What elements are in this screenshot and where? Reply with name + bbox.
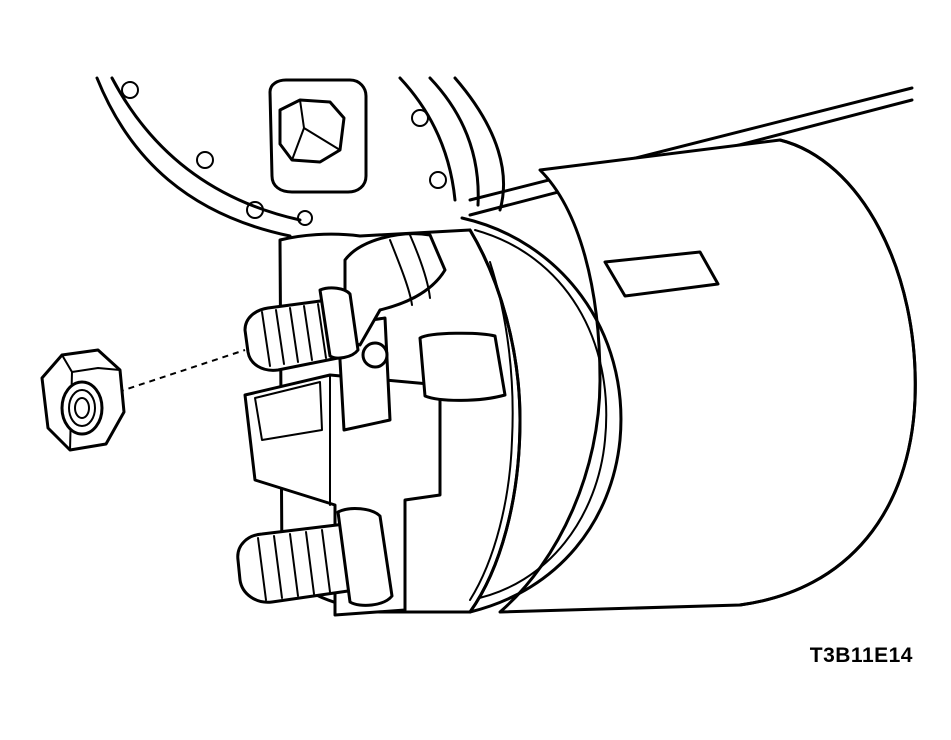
solenoid-name-plate bbox=[603, 250, 720, 298]
solenoid-body bbox=[460, 138, 917, 614]
terminal-block bbox=[243, 331, 507, 617]
mounting-bolt bbox=[268, 78, 368, 194]
field-lead-strap bbox=[336, 232, 447, 432]
upper-terminal-stud bbox=[243, 286, 360, 372]
removal-direction-line bbox=[117, 349, 246, 393]
motor-frame-top-edge bbox=[468, 86, 914, 202]
terminal-hex-nut bbox=[40, 348, 126, 452]
figure-code-label: T3B11E14 bbox=[809, 644, 913, 667]
drive-housing-flange bbox=[95, 76, 506, 238]
lower-terminal-stud bbox=[236, 507, 394, 607]
